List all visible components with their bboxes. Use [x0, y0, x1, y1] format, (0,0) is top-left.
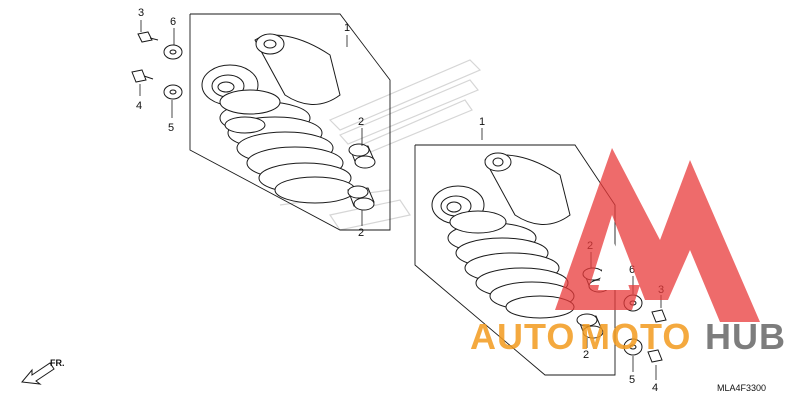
- bushing-left-lower[interactable]: [347, 185, 375, 211]
- callout-bolt-left-upper: 3: [138, 7, 144, 19]
- washer-right-lower[interactable]: [623, 338, 643, 356]
- watermark-text: AUTO MOTO HUB: [470, 316, 786, 357]
- callout-washer-left-lower: 5: [168, 122, 174, 134]
- shock-absorber-left[interactable]: [201, 33, 356, 204]
- spring-right: [447, 222, 575, 319]
- watermark-word-moto: MOTO: [580, 316, 691, 357]
- callout-shock-left: 1: [344, 22, 350, 34]
- front-arrow-label: FR.: [50, 358, 65, 368]
- watermark-word-auto: AUTO: [470, 316, 575, 357]
- washer-left-lower[interactable]: [163, 84, 183, 100]
- callout-washer-left-upper: 6: [170, 16, 176, 28]
- callout-bushing-left-upper: 2: [358, 116, 364, 128]
- right-frame: [414, 144, 616, 376]
- bushing-left-upper[interactable]: [348, 143, 376, 169]
- watermark-triangle-logo: [555, 148, 760, 322]
- callout-washer-right-lower: 5: [629, 374, 635, 386]
- diagram-code: MLA4F3300: [717, 383, 766, 393]
- callout-bolt-right-lower: 4: [652, 382, 658, 394]
- watermark-word-hub: HUB: [705, 316, 786, 357]
- bolt-right-upper[interactable]: [651, 309, 667, 323]
- callout-bushing-left-lower: 2: [358, 227, 364, 239]
- left-frame: [189, 13, 391, 231]
- callout-shock-right: 1: [479, 116, 485, 128]
- shock-absorber-right[interactable]: [431, 152, 575, 319]
- callout-washer-right-upper: 6: [629, 264, 635, 276]
- front-arrow: FR.: [21, 358, 65, 385]
- callout-bushing-right-lower: 2: [583, 349, 589, 361]
- bolt-left-upper[interactable]: [137, 31, 159, 43]
- bushing-right-lower[interactable]: [576, 313, 604, 339]
- washer-left-upper[interactable]: [163, 44, 183, 60]
- bolt-left-lower[interactable]: [131, 69, 154, 83]
- bolt-right-lower[interactable]: [647, 349, 663, 363]
- callout-bolt-left-lower: 4: [136, 100, 142, 112]
